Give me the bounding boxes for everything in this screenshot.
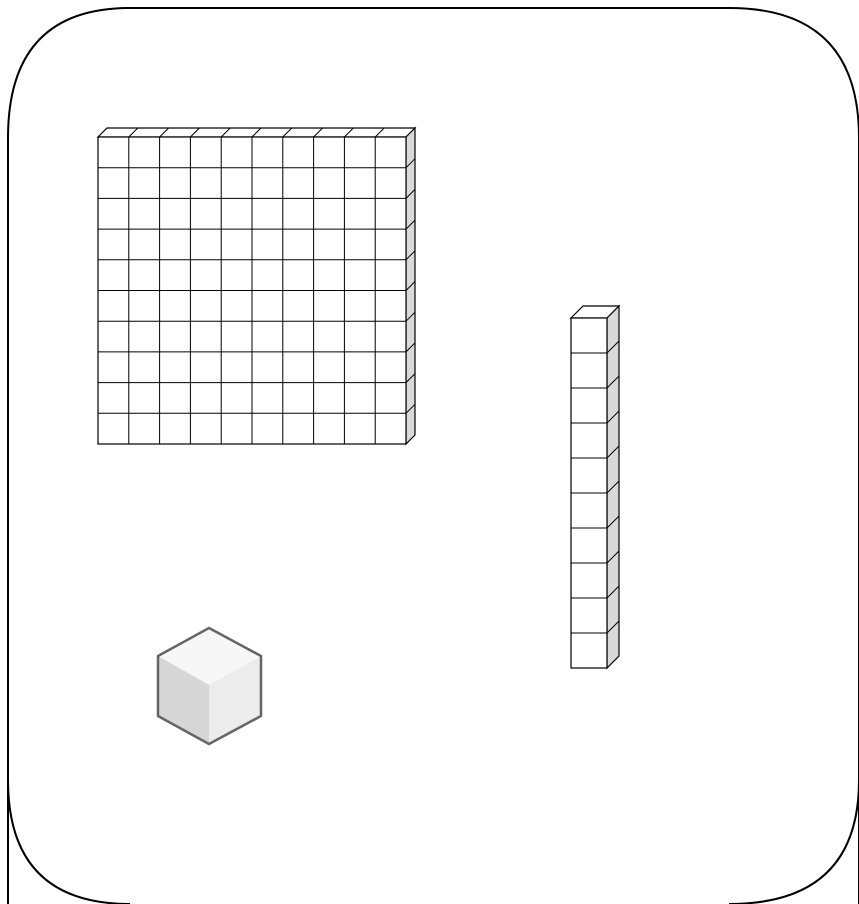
ten-rod — [571, 306, 619, 668]
rounded-frame-bottom — [8, 780, 859, 904]
unit-cube — [158, 628, 261, 744]
hundred-flat — [98, 128, 415, 444]
